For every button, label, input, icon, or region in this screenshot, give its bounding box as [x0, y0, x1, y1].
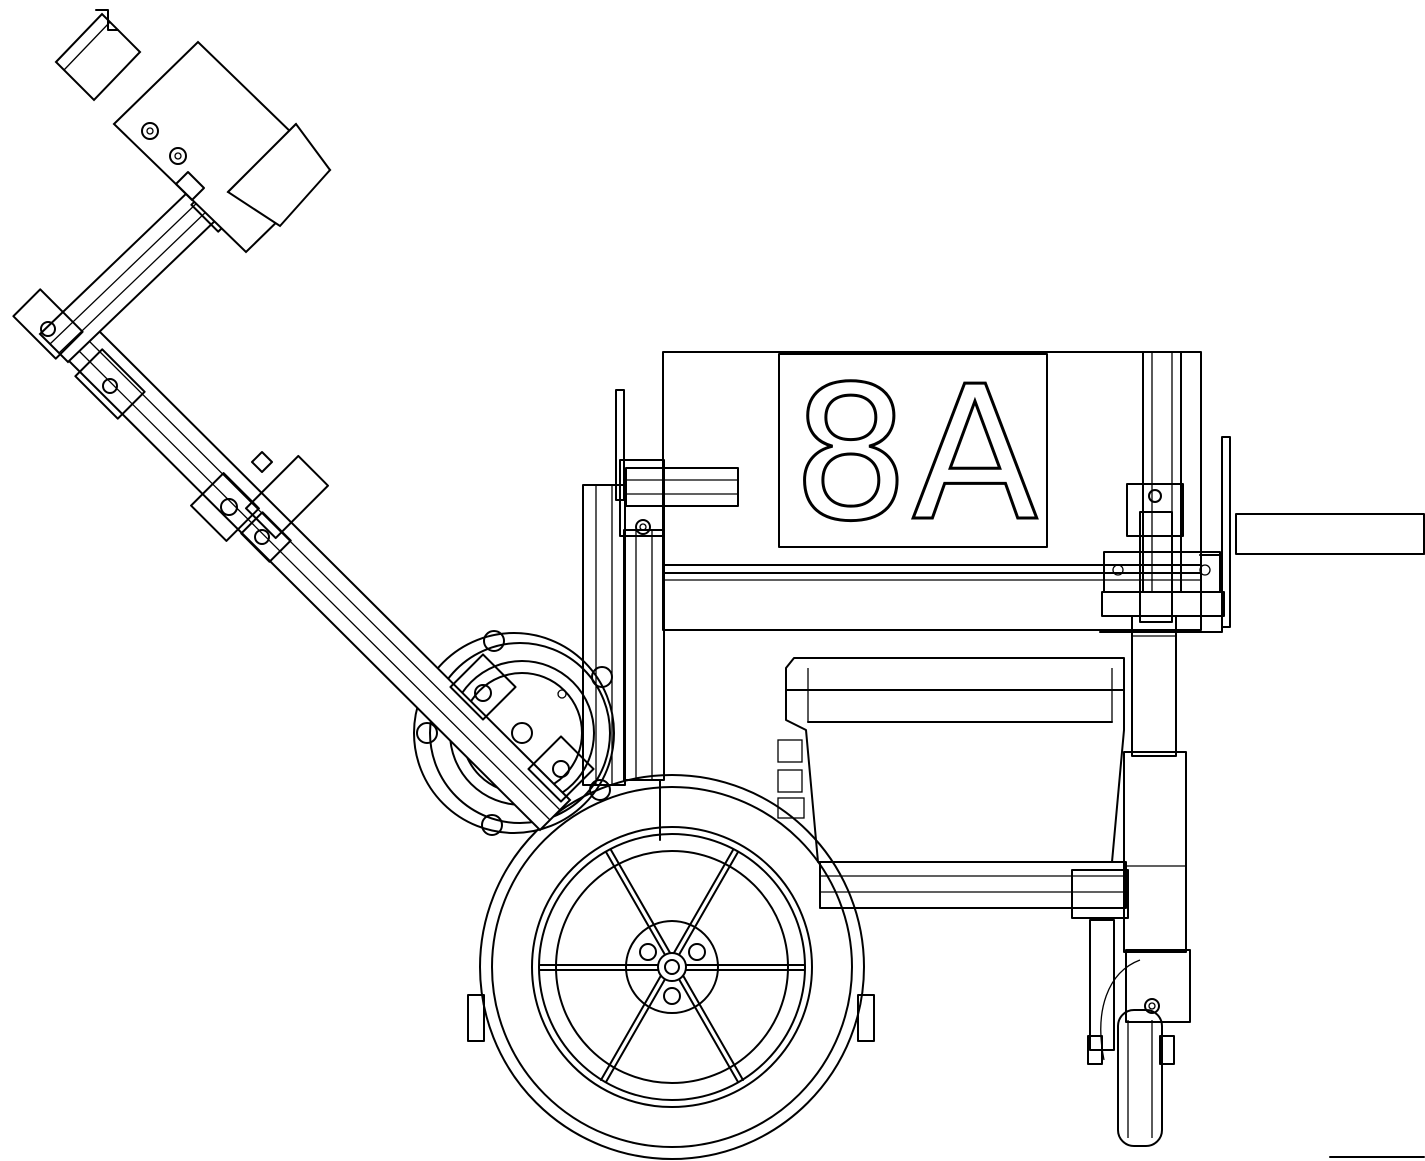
team-label-panel: 8A [778, 345, 1048, 564]
arm-lower-segment [58, 320, 595, 832]
caster-wheel [1087, 919, 1175, 1147]
linear-actuator [1100, 483, 1225, 1061]
team-label-text: 8A [792, 346, 1040, 562]
drive-wheel [467, 774, 875, 1160]
end-effector [54, 9, 332, 254]
chassis [582, 351, 1425, 919]
